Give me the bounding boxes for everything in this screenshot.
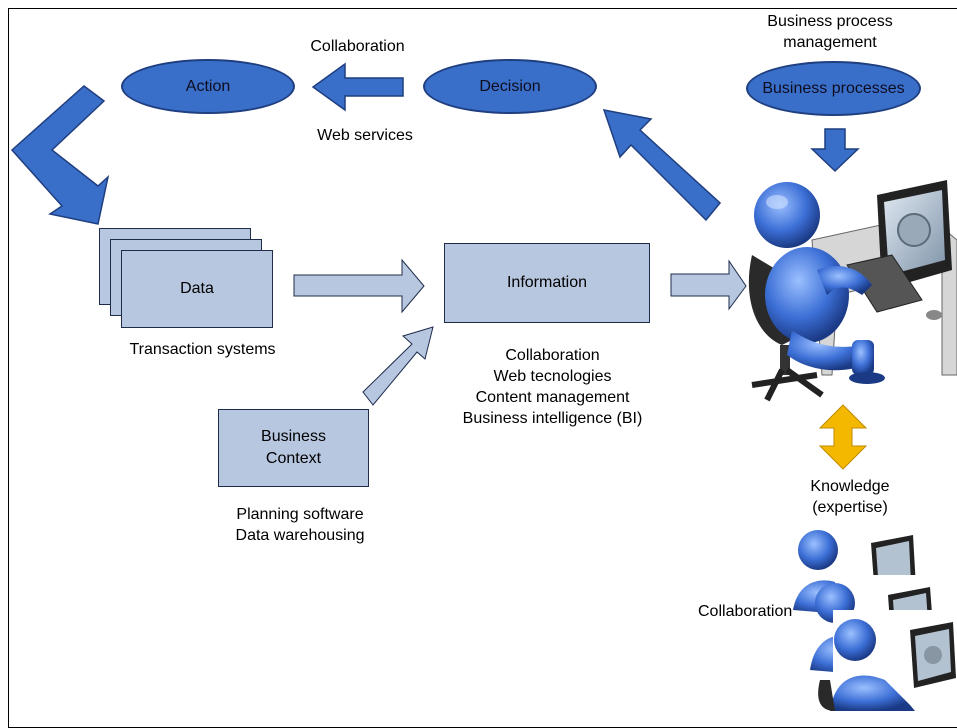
info-tool-content: Content management (475, 389, 630, 406)
arrow-data-to-information (293, 258, 425, 314)
user-at-computer-icon (748, 180, 957, 402)
planning-label: Planning software Data warehousing (215, 504, 385, 546)
info-tool-bi: Business intelligence (BI) (462, 410, 643, 427)
arrow-person-to-decision (602, 109, 722, 222)
arrow-knowledge-exchange (818, 404, 868, 470)
node-decision: Decision (423, 59, 597, 114)
node-information-label: Information (506, 274, 588, 291)
arrow-decision-to-action (311, 62, 404, 112)
info-tool-collaboration: Collaboration (505, 347, 600, 364)
node-data-label: Data (180, 280, 214, 297)
collaboration-top-label: Collaboration (310, 38, 405, 55)
node-business-context-line1: Business (261, 428, 326, 445)
node-business-processes-label: Business processes (762, 79, 905, 97)
node-data: Data (121, 250, 273, 328)
info-tools-label: Collaboration Web tecnologies Content ma… (440, 345, 665, 429)
bpm-label-line1: Business process (767, 13, 893, 30)
node-decision-label: Decision (479, 77, 541, 95)
node-business-context: Business Context (218, 409, 369, 487)
planning-label-line1: Planning software (236, 506, 364, 523)
collaborator-icon-3 (818, 610, 957, 711)
node-business-context-line2: Context (265, 450, 322, 467)
node-business-processes: Business processes (746, 61, 921, 116)
node-action-label: Action (185, 77, 231, 95)
bpm-label-line2: management (783, 34, 877, 51)
arrow-information-to-person (670, 259, 747, 311)
knowledge-label-line1: Knowledge (810, 478, 890, 495)
knowledge-label: Knowledge (expertise) (790, 476, 910, 518)
node-information: Information (444, 243, 650, 323)
planning-label-line2: Data warehousing (235, 527, 365, 544)
web-services-label: Web services (317, 127, 413, 144)
arrows-layer (10, 62, 868, 470)
info-tool-web: Web tecnologies (493, 368, 612, 385)
knowledge-label-line2: (expertise) (812, 499, 888, 516)
bpm-label: Business process management (740, 11, 920, 53)
arrow-context-to-information (362, 326, 434, 406)
transaction-systems-label: Transaction systems (129, 341, 276, 358)
node-action: Action (121, 59, 295, 114)
arrow-processes-to-person (810, 128, 860, 173)
collaboration-bottom-label: Collaboration (698, 603, 793, 620)
arrow-action-to-data (10, 85, 110, 225)
